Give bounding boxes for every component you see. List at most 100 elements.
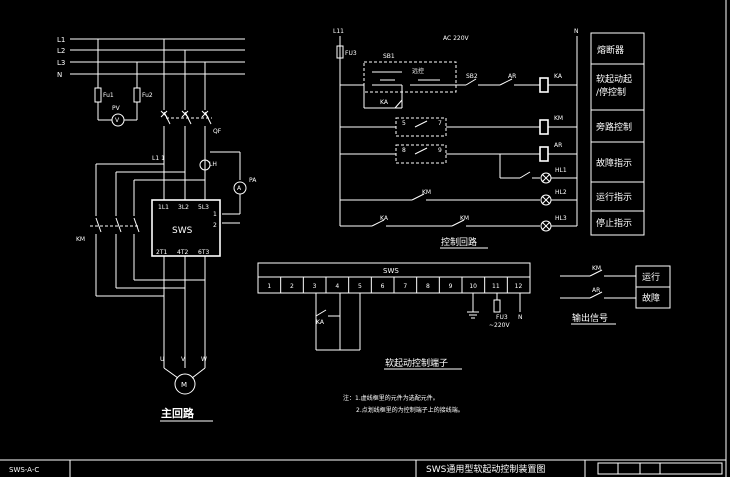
km-main-label: KM [76, 236, 85, 243]
terminal-number: 5 [358, 283, 362, 290]
local-label: 远控 [412, 67, 424, 75]
optional-local-control-box [363, 61, 457, 93]
note-1: 注：1.虚线框里的元件为选配元件。 [343, 394, 439, 402]
terminal-number: 11 [492, 283, 500, 290]
terminal-strip-title: SWS [383, 267, 399, 275]
fu3-label: FU3 [345, 50, 357, 57]
fu1-label: Fu1 [103, 92, 114, 99]
voltmeter-symbol [111, 113, 125, 127]
ka-contact2-label: KA [380, 215, 389, 222]
output-signal: KM AR 运行 故障 输出信号 [560, 265, 671, 325]
hl1-label: HL1 [555, 167, 567, 174]
terminal-fuse-fu3 [493, 299, 501, 313]
output-fault-label: 故障 [642, 292, 660, 304]
terminal-fu3-label: FU3 [496, 314, 508, 321]
bus-label-l3: L3 [57, 59, 65, 67]
ka-contact-label: KA [380, 99, 389, 106]
motor-term-v: V [181, 356, 186, 363]
bus-label-l2: L2 [57, 47, 65, 55]
terminal-ka-label: KA [316, 319, 325, 326]
sb2-label: SB2 [466, 73, 478, 80]
ka-coil [539, 77, 549, 93]
ka-coil-label: KA [554, 73, 563, 80]
km-coil-label: KM [554, 115, 563, 122]
sb1-label: SB1 [383, 53, 395, 60]
terminal-number: 12 [515, 283, 523, 290]
qf-label: QF [213, 128, 222, 135]
legend-soft-start-line: 软起动起 [596, 73, 632, 85]
control-circuit: L11 N AC 220V FU3 SB1 远控 KA SB2 AR KA [333, 28, 579, 249]
motor-term-w: W [201, 356, 207, 363]
ctrl-l11-label: L11 [333, 28, 344, 35]
terminal-220v-label: ~220V [489, 322, 510, 329]
sws-side-2: 2 [213, 222, 217, 229]
hl2-label: HL2 [555, 189, 567, 196]
motor-m: M [181, 381, 187, 389]
control-circuit-title: 控制回路 [441, 236, 477, 248]
terminal-number: 3 [313, 283, 317, 290]
pv-label: PV [112, 105, 121, 112]
terminal-caption: 软起动控制端子 [385, 357, 448, 369]
fuse-fu3 [336, 45, 344, 59]
box-b-right: 9 [438, 147, 442, 154]
output-run-label: 运行 [642, 271, 660, 283]
terminal-number: 4 [335, 283, 339, 290]
legend-stop: 停止指示 [596, 217, 632, 229]
ctrl-n-label: N [574, 28, 579, 35]
legend-fuse: 熔断器 [597, 44, 624, 56]
bus-label-l1: L1 [57, 36, 65, 44]
voltmeter-v: V [115, 117, 120, 124]
terminal-number: 10 [469, 283, 477, 290]
output-caption: 输出信号 [572, 312, 608, 324]
ac-220v-label: AC 220V [443, 35, 470, 42]
sws-term-6t3: 6T3 [198, 249, 209, 256]
fu2-label: Fu2 [142, 92, 153, 99]
output-ar-label: AR [592, 287, 600, 294]
output-km-label: KM [592, 265, 601, 272]
terminal-number: 8 [426, 283, 430, 290]
note-2: 2.点划线框里的为控制端子上的接线端。 [356, 406, 464, 414]
sws-term-4t2: 4T2 [177, 249, 188, 256]
fuse-fu2 [133, 87, 141, 103]
terminal-number: 2 [290, 283, 294, 290]
terminal-number: 9 [449, 283, 453, 290]
legend-soft-start: 软起动起/停控制 [596, 73, 632, 98]
terminal-n-label: N [518, 314, 523, 321]
terminal-number: 7 [403, 283, 407, 290]
current-transformer-lh [199, 159, 211, 171]
sws-term-1l1: 1L1 [158, 204, 169, 211]
legend-fault: 故障指示 [596, 157, 632, 169]
ar-contact-label: AR [508, 73, 516, 80]
motor-symbol [174, 373, 196, 395]
pa-label: PA [249, 177, 257, 184]
main-circuit: L1 L2 L3 N Fu1 Fu2 V PV QF L1 1 [57, 36, 257, 422]
km-contact2-label: KM [460, 215, 469, 222]
l11-label: L1 1 [152, 155, 165, 162]
terminal-box-5-7 [395, 117, 447, 137]
main-circuit-title: 主回路 [161, 406, 195, 420]
fuse-fu1 [94, 87, 102, 103]
ammeter-a: A [237, 185, 242, 192]
hl3-label: HL3 [555, 215, 567, 222]
sws-term-3l2: 3L2 [178, 204, 189, 211]
legend-soft-start-line: /停控制 [596, 86, 626, 98]
titlebar-drawing-number: SWS-A-C [9, 466, 39, 474]
ar-coil-label: AR [554, 142, 562, 149]
terminal-number: 6 [381, 283, 385, 290]
sws-term-2t1: 2T1 [156, 249, 167, 256]
box-a-right: 7 [438, 120, 442, 127]
sws-term-5l3: 5L3 [198, 204, 209, 211]
ar-coil [539, 146, 549, 162]
sws-block-label: SWS [172, 226, 193, 236]
notes: 注：1.虚线框里的元件为选配元件。 2.点划线框里的为控制端子上的接线端。 [343, 394, 464, 414]
function-legend-table: 熔断器 软起动起/停控制 旁路控制 故障指示 运行指示 停止指示 [590, 32, 645, 236]
terminal-box-8-9 [395, 144, 447, 164]
sws-side-1: 1 [213, 211, 217, 218]
legend-bypass: 旁路控制 [596, 121, 632, 133]
motor-term-u: U [160, 356, 164, 363]
bus-label-n: N [57, 71, 62, 79]
